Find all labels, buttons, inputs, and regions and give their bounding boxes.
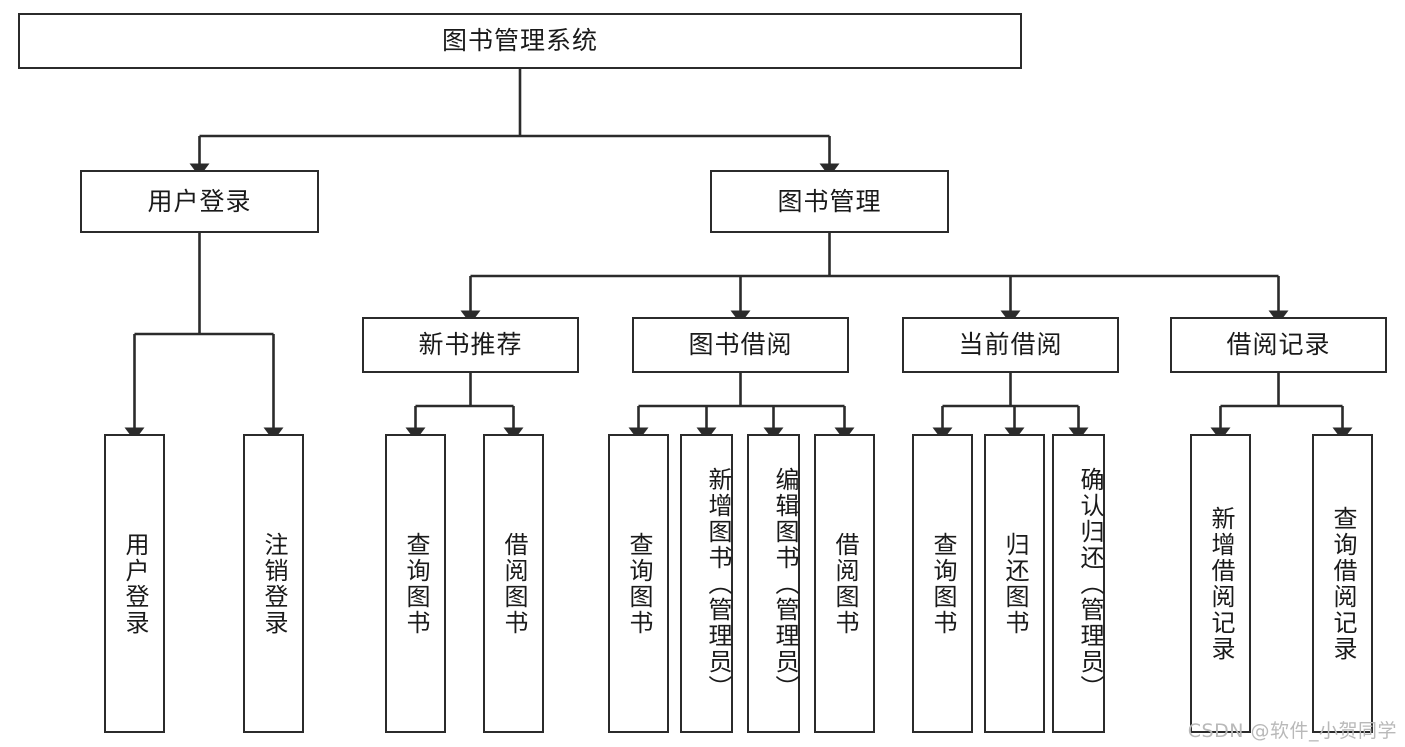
node-label: 新书推荐	[418, 330, 523, 360]
leaf-logout[interactable]: 注销登录	[243, 434, 304, 733]
watermark: CSDN @软件_小贺同学	[1187, 720, 1397, 742]
leaf-query-book-current[interactable]: 查询图书	[912, 434, 973, 733]
node-label: 用户登录	[120, 531, 149, 636]
node-label: 图书管理	[777, 186, 882, 216]
node-label: 借阅图书	[830, 531, 859, 636]
node-user-login[interactable]: 用户登录	[80, 170, 319, 233]
node-label: 编辑图书（管理员）	[771, 466, 799, 701]
leaf-query-book-recommend[interactable]: 查询图书	[385, 434, 446, 733]
leaf-borrow-book-recommend[interactable]: 借阅图书	[483, 434, 544, 733]
leaf-query-book-borrow[interactable]: 查询图书	[608, 434, 669, 733]
leaf-add-borrow-record[interactable]: 新增借阅记录	[1190, 434, 1251, 733]
leaf-borrow-book[interactable]: 借阅图书	[814, 434, 875, 733]
node-borrow-records[interactable]: 借阅记录	[1170, 317, 1387, 373]
node-book-borrow[interactable]: 图书借阅	[632, 317, 849, 373]
node-book-management[interactable]: 图书管理	[710, 170, 949, 233]
node-label: 注销登录	[259, 531, 288, 636]
leaf-confirm-return-admin[interactable]: 确认归还（管理员）	[1052, 434, 1105, 733]
node-label: 图书借阅	[688, 330, 793, 360]
leaf-query-borrow-record[interactable]: 查询借阅记录	[1312, 434, 1373, 733]
node-label: 查询借阅记录	[1328, 505, 1357, 662]
node-label: 确认归还（管理员）	[1076, 466, 1104, 701]
node-root[interactable]: 图书管理系统	[18, 13, 1022, 69]
node-current-borrow[interactable]: 当前借阅	[902, 317, 1119, 373]
leaf-edit-book-admin[interactable]: 编辑图书（管理员）	[747, 434, 800, 733]
node-label: 新增图书（管理员）	[704, 466, 732, 701]
node-label: 借阅图书	[499, 531, 528, 636]
node-new-book-recommend[interactable]: 新书推荐	[362, 317, 579, 373]
node-label: 查询图书	[401, 531, 430, 636]
node-label: 归还图书	[1000, 531, 1029, 636]
node-label: 当前借阅	[958, 330, 1063, 360]
leaf-add-book-admin[interactable]: 新增图书（管理员）	[680, 434, 733, 733]
node-label: 查询图书	[624, 531, 653, 636]
node-label: 新增借阅记录	[1206, 505, 1235, 662]
node-label: 查询图书	[928, 531, 957, 636]
node-label: 图书管理系统	[441, 26, 598, 56]
node-label: 用户登录	[147, 186, 252, 216]
leaf-user-login[interactable]: 用户登录	[104, 434, 165, 733]
leaf-return-book[interactable]: 归还图书	[984, 434, 1045, 733]
node-label: 借阅记录	[1226, 330, 1331, 360]
